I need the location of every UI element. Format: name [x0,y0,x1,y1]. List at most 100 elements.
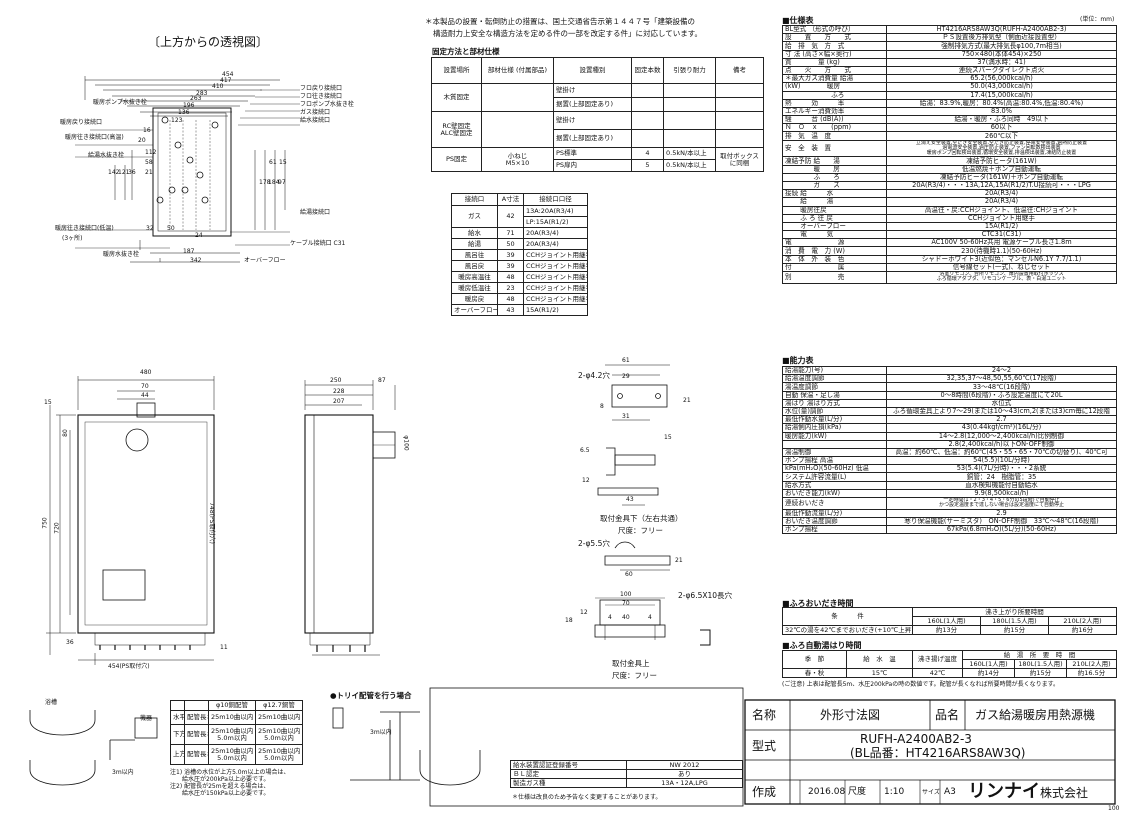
spec-value: 83.0% [886,106,1117,117]
dim: 142 [108,169,120,176]
dim: 748(PS取付穴) [207,502,215,544]
spec-value: ＰＳ設置後方排気型（側面近接設置型） [886,33,1117,43]
oidaki-header: 条 件 [782,607,913,626]
perf-label: ポンプ揚程 高温 [782,456,887,466]
oidaki-sub: 160L(1人用) [912,616,981,626]
spec-row: 暖房往戻高温往・戻:CCHジョイント、低温往:CHジョイント [782,205,1117,215]
spec-value: 15A(R1/2) [886,221,1117,232]
made-date: 2016.08 [808,787,846,797]
pipe-cell: 配管長さ [184,724,209,745]
conn-header: A寸法 [497,193,524,206]
spec-value: 給湯：83.9%,暖房：80.4%(高温:80.4%,低温:80.4%) [886,98,1117,108]
perf-value: 43(0.44kgf/cm²)(16L/分) [886,423,1117,433]
dim: 720 [53,522,61,534]
dim: 2-φ5.5穴 [578,539,610,548]
dim: 207 [333,398,345,405]
pipe-cell: 配管長さ [184,710,209,725]
auto-cell: 春・秋 [782,668,847,678]
auto-header: 給 湯 所 要 時 間 [962,650,1117,660]
dim: 4 [648,614,652,621]
label: 暖房水抜き栓 [103,251,140,258]
perf-label: 暖房能力(kW) [782,431,887,441]
pipe-cell: 25m10曲以内 5.0m以内 [208,724,256,745]
spec-row: 質 量 (kg)37(満水時：41) [782,57,1117,67]
perf-label [782,439,887,449]
conn-cell: CCHジョイント用継手 [523,260,588,272]
scale-value: 1:10 [884,787,905,797]
perf-label: システム許容流量(L) [782,472,887,482]
spec-value: 17.4(15,000kcal/h) [886,90,1117,100]
conn-header: 接続口口径 [523,193,588,206]
spec-row: 消 費 電 力 (W)230(待機時1.1)(50-60Hz) [782,246,1117,256]
conn-cell: 39 [497,249,524,261]
conn-cell: CCHジョイント用継手 [523,282,588,294]
perf-value: 銅管：24 樹脂管：35 [886,472,1117,482]
spec-label: 質 量 (kg) [782,57,887,67]
spec-label: 電 源 [782,238,887,248]
spec-label: 接続 給 水 [782,189,887,199]
dim: 2-φ6.5X10長穴 [678,591,733,600]
perf-value: 高温：約60℃、低温：約60℃(45・55・65・70℃の切替り)、40℃可 [886,447,1117,458]
dim: 70 [622,600,630,607]
dim: 100 [620,591,632,598]
fixing-cell: 木質固定 [431,83,482,112]
pipe-cell: 25m10曲以内 5.0m以内 [208,744,256,765]
notice-line-1: ＊本製品の設置・転倒防止の措置は、国土交通省告示第１４４７号「建築設備の [425,17,695,26]
spec-value: 立消え安全装置,空だき安全装置,空だき防止装置,停電安全装置,過熱防止装置 過電… [886,139,1117,158]
spec-value: CCHジョイント用継手 [886,213,1117,223]
perf-label: おいだき能力(kW) [782,488,887,499]
conn-cell: 48 [497,271,524,283]
dim: 187 [183,248,195,255]
perf-label: 連続おいだき [782,497,887,510]
spec-label: 熱 効 率 [782,98,887,108]
fixing-header: 備考 [715,57,764,84]
dim: 15 [279,159,287,166]
side-view-drawing [304,380,396,656]
cert-cell: NW 2012 [626,760,743,770]
spec-label: Ｎ Ｏ ｘ (ppm) [782,123,887,133]
dim: 136 [178,109,190,116]
auto-cell: 42℃ [912,668,963,678]
perf-label: 自動 保温・足し湯 [782,390,887,400]
spec-label: 暖 房 [782,164,887,174]
dim: 21 [683,397,691,404]
spec-value: 20A(R3/4) [886,197,1117,207]
oidaki-cell: 約16分 [1047,625,1118,635]
spec-label: 設 置 方 式 [782,33,887,43]
pipe-header: φ10銅配管 [208,700,256,711]
fixing-cell: PS固定 [431,147,482,172]
dim: 6.5 [580,447,590,454]
dim: 283 [196,90,208,97]
conn-cell: 暖房高温往 [451,271,498,283]
spec-row: 給 排 気 方 式強制排気方式(最大排気長φ100,7m相当) [782,41,1117,51]
spec-label: 本 体 外 装 色 [782,254,887,264]
perf-value: 33〜48℃(16段階) [886,382,1117,392]
fixing-header: 設置場所 [431,57,482,84]
fixing-cell: 0.5kN/本以上 [663,147,716,160]
spec-label: 給 排 気 方 式 [782,41,887,51]
spec-row: 付 属信号線セット(一式)、ねじセット [782,262,1117,273]
dim: 24 [195,232,203,239]
perf-label: 湯はり 湯はり方式 [782,398,887,408]
pipe-diagrams [29,707,481,786]
label: 暖房戻り接続口 [60,119,103,126]
spec-value: 20A(R3/4)・・・13A,12A,15A(R1/2)T.U接続可・・・LP… [886,180,1117,191]
perf-value: 寒り保温機能(サーミスタ) ON-OFF制御 33℃〜48℃(16段階) [886,516,1117,526]
model-primary: RUFH-A2400AB2-3 [860,732,972,746]
dim: 61 [269,159,277,166]
dim: 20 [138,137,146,144]
perf-row: 最低作動流量(L/分)2.9 [782,508,1117,518]
spec-value: 260℃以下 [886,131,1117,141]
dim: 97 [278,179,286,186]
pipe-note: 注1) 浴槽の水位が上方5.0m以上の場合は、 [170,769,290,776]
auto-sub: 210L(2人用) [1066,659,1117,669]
fixing-cell: 5 [631,159,664,172]
pipe-note: 注2) 配管長が25mを超える場合は、 [170,783,270,790]
dim: 11 [220,644,228,651]
perf-label: 水位(量)調節 [782,406,887,417]
dim: 29 [622,373,630,380]
pipe-cell: 配管長さ [184,744,209,765]
conn-cell: 風呂戻 [451,260,498,272]
